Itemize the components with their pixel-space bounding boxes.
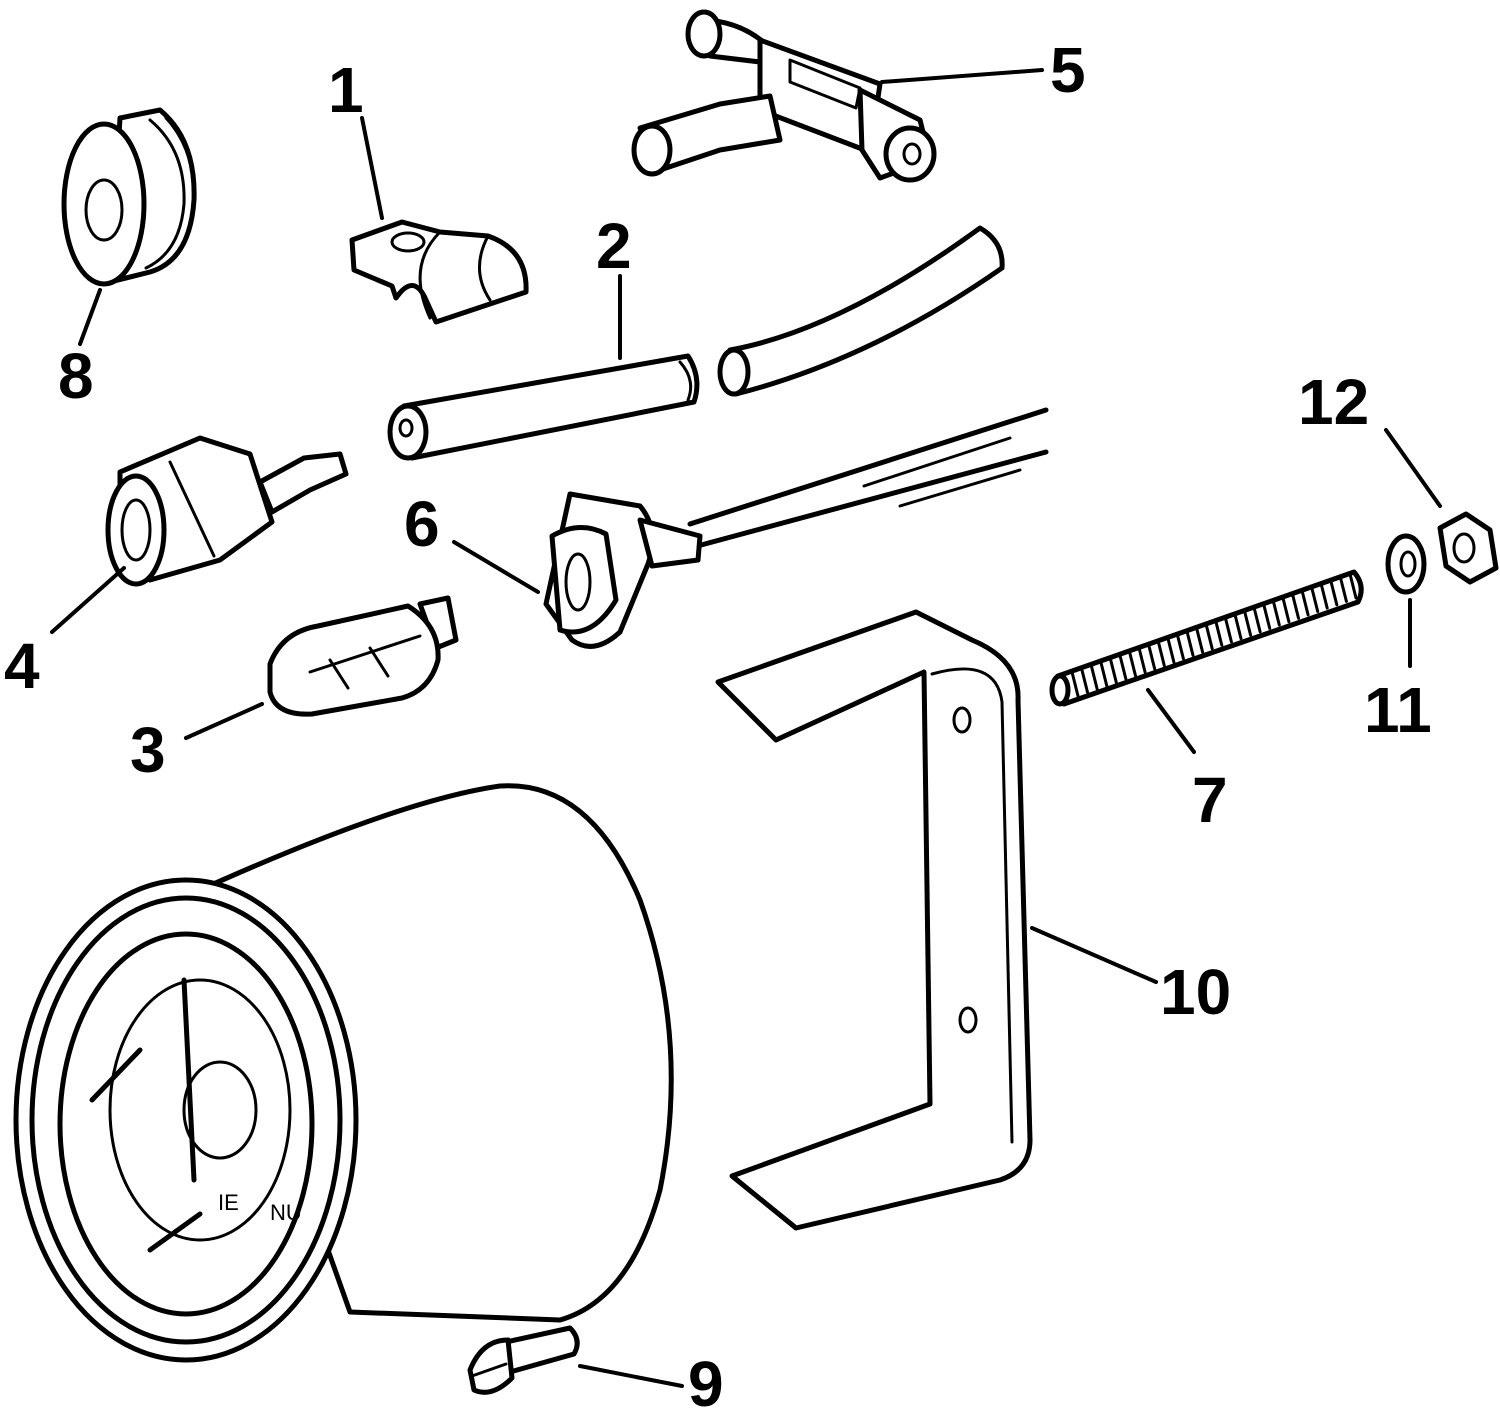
part-4-fitting xyxy=(105,435,349,587)
callout-5: 5 xyxy=(1050,34,1086,106)
part-12-nut xyxy=(1437,511,1499,585)
leader-lines xyxy=(50,68,1442,1388)
leader-4 xyxy=(50,566,126,634)
callout-1: 1 xyxy=(328,54,364,126)
part-9-screw xyxy=(467,1325,580,1395)
callout-7: 7 xyxy=(1192,764,1228,836)
gauge-face-mark-right: NU xyxy=(270,1200,302,1225)
callout-11: 11 xyxy=(1364,674,1432,746)
leader-5 xyxy=(880,68,1044,84)
part-6-sender-connector xyxy=(543,407,1049,649)
part-2-hose xyxy=(387,225,1005,461)
callout-6: 6 xyxy=(404,488,440,560)
callout-4: 4 xyxy=(4,630,40,702)
part-11-lock-washer xyxy=(1385,533,1427,595)
leader-9 xyxy=(578,1364,684,1388)
callout-2: 2 xyxy=(596,210,632,282)
callout-3: 3 xyxy=(130,714,166,786)
gauge-face-mark-left: IE xyxy=(218,1190,239,1215)
leader-1 xyxy=(360,116,384,220)
leader-8 xyxy=(78,288,102,346)
part-7-threaded-stud xyxy=(1049,569,1364,707)
callout-12: 12 xyxy=(1298,366,1369,438)
leader-6 xyxy=(452,540,540,594)
leader-12 xyxy=(1384,428,1442,508)
gauge-body: IE NU xyxy=(13,783,674,1363)
callout-10: 10 xyxy=(1160,956,1231,1028)
leader-3 xyxy=(184,702,264,740)
part-3-bulb xyxy=(267,595,459,717)
callout-8: 8 xyxy=(58,340,94,412)
leader-7 xyxy=(1146,688,1196,754)
part-1-clamp xyxy=(349,219,529,325)
part-8-grommet xyxy=(61,107,197,287)
part-5-tee-fitting xyxy=(631,9,937,183)
leader-10 xyxy=(1030,926,1158,984)
callout-9: 9 xyxy=(688,1348,724,1412)
callout-labels: 1 2 3 4 5 6 7 8 9 10 11 12 xyxy=(4,34,1432,1412)
part-10-bracket xyxy=(715,609,1033,1231)
